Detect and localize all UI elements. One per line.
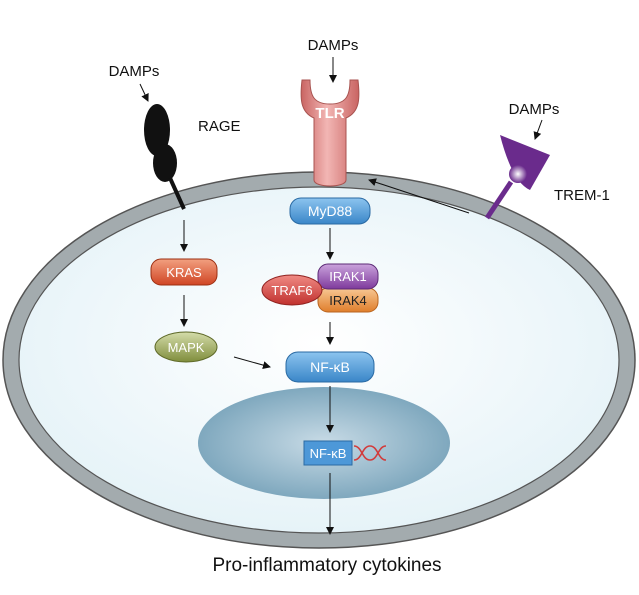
myd88-node	[289, 197, 371, 225]
damps-trem-label: DAMPs	[509, 101, 560, 118]
mapk-label: MAPK	[168, 340, 205, 355]
mapk-node	[154, 331, 218, 363]
tlr-receptor	[300, 79, 360, 187]
kras-label: KRAS	[166, 265, 202, 280]
damps-trem-arrow	[533, 119, 543, 140]
irak4-label: IRAK4	[329, 293, 367, 308]
rage-receptor	[144, 104, 186, 210]
traf6-label: TRAF6	[271, 283, 312, 298]
rage-label: RAGE	[198, 118, 241, 135]
traf6-node	[261, 274, 323, 306]
trem1-to-myd88-arrow	[368, 178, 470, 214]
output-label: Pro-inflammatory cytokines	[212, 555, 441, 576]
trem1-label: TREM-1	[554, 187, 610, 204]
dna-icon	[353, 445, 387, 461]
mapk-to-nfkb-arrow	[233, 356, 271, 369]
irak1-node	[317, 263, 379, 290]
trem1-receptor	[484, 135, 550, 220]
kras-node	[150, 258, 218, 286]
nfkb-nucleus-node	[303, 440, 353, 466]
irak1-label: IRAK1	[329, 269, 367, 284]
nfkb-cytoplasm-label: NF-κB	[310, 359, 350, 375]
nfkb-nucleus-label: NF-κB	[310, 446, 347, 461]
myd88-label: MyD88	[308, 203, 353, 219]
nfkb-cytoplasm-node	[285, 351, 375, 383]
tlr-label: TLR	[315, 105, 344, 122]
damps-tlr-label: DAMPs	[308, 37, 359, 54]
damps-rage-label: DAMPs	[109, 63, 160, 80]
damps-rage-arrow	[139, 83, 149, 102]
